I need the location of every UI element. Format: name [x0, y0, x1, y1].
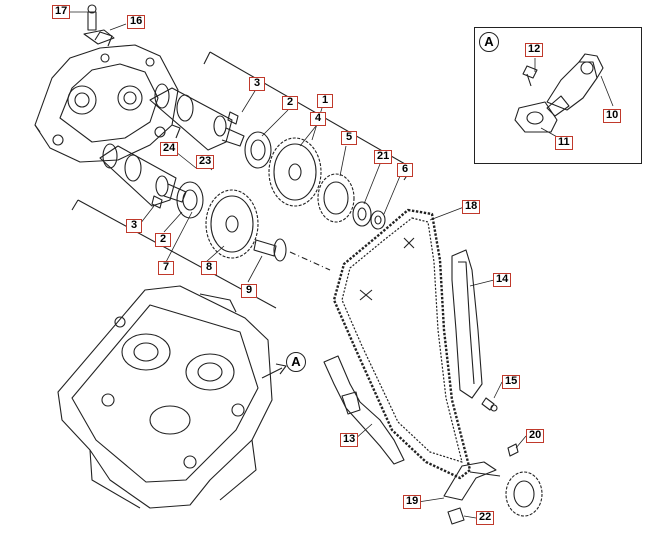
chain-guide-drawing: [451, 249, 498, 412]
callout-10: 10: [603, 109, 622, 123]
callout-20: 20: [526, 429, 545, 443]
callout-19: 19: [403, 495, 422, 509]
callout-3-lower: 3: [126, 219, 142, 233]
callout-23: 23: [196, 155, 215, 169]
callout-8: 8: [201, 261, 217, 275]
camshaft-carrier-drawing: [34, 31, 181, 163]
callout-1: 1: [317, 94, 333, 108]
callout-2-lower: 2: [155, 233, 171, 247]
view-arrow-drawing: [261, 363, 287, 379]
tensioner-detail-drawing: [514, 53, 614, 139]
callout-7: 7: [158, 261, 174, 275]
callout-22: 22: [476, 511, 495, 525]
dowel-pins-drawing: [151, 111, 239, 209]
callout-2-upper: 2: [282, 96, 298, 110]
callout-21: 21: [374, 150, 393, 164]
intake-camshaft-drawing: [99, 143, 187, 207]
camshaft-sprockets-drawing: [205, 137, 322, 259]
assembly-group-lines: [71, 51, 413, 309]
tensioner-rail-drawing: [323, 355, 405, 465]
gear-and-washer-drawing: [317, 173, 386, 230]
camshaft-bearings-drawing: [176, 131, 272, 219]
callout-6: 6: [397, 163, 413, 177]
callout-15: 15: [502, 375, 521, 389]
callout-5: 5: [341, 131, 357, 145]
callout-12: 12: [525, 43, 544, 57]
bolt-and-plug-drawing: [83, 4, 115, 45]
detail-view-a-inset: A 12 10 11: [474, 27, 642, 164]
callout-16: 16: [127, 15, 146, 29]
callout-9: 9: [241, 284, 257, 298]
timing-chain-drawing: [332, 208, 472, 480]
crank-sprocket-and-bracket-drawing: [443, 443, 543, 525]
cylinder-head-drawing: [57, 285, 273, 509]
exhaust-camshaft-drawing: [149, 83, 245, 151]
callout-14: 14: [493, 273, 512, 287]
callout-18: 18: [462, 200, 481, 214]
callout-24: 24: [160, 142, 179, 156]
callout-3-upper: 3: [249, 77, 265, 91]
callout-11: 11: [555, 136, 573, 150]
sprocket-bolt-drawing: [253, 238, 287, 262]
callout-13: 13: [340, 433, 359, 447]
view-arrow-letter: A: [286, 352, 306, 372]
callout-4: 4: [310, 112, 326, 126]
inset-view-letter: A: [479, 32, 499, 52]
callout-17: 17: [52, 5, 71, 19]
